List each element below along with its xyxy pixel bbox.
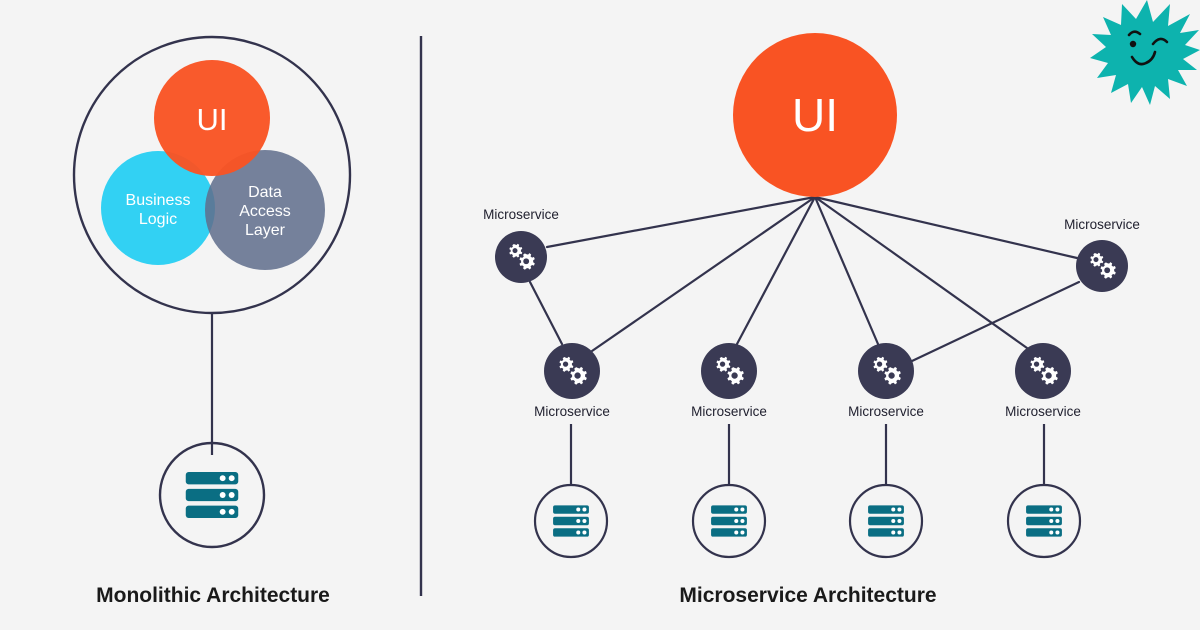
monolith-ui-label: UI [197,102,228,137]
microservice-label-upper-right: Microservice [1064,217,1140,232]
database-server-icon [868,505,904,537]
microservice-node-lower-4[interactable] [1015,343,1071,399]
database-server-icon [711,505,747,537]
database-server-icon [185,472,239,518]
monolith-group: UI Business Logic Data Access Layer Mono… [72,35,352,607]
microservice-node-lower-3[interactable] [858,343,914,399]
monolith-business-logic-label-line1: Business [126,192,191,209]
microservice-label-lower-4: Microservice [1005,404,1081,419]
microservice-node-lower-2[interactable] [701,343,757,399]
database-ring [848,483,924,559]
microservice-node-upper-right[interactable] [1076,240,1128,292]
microservice-group: UI Microservice Microservice [483,33,1140,607]
hub-edges [528,195,1081,363]
microservice-ui-hub-label: UI [792,89,838,141]
edge-hub-to-ms-upper-left [545,195,817,249]
database-ring [1006,483,1082,559]
mascot-left-pupil-icon [1129,40,1137,48]
database-node-2[interactable] [691,483,767,559]
edge-hub-to-ms-lower-2 [735,195,817,346]
monolith-business-logic-circle[interactable] [101,151,215,265]
database-node-3[interactable] [848,483,924,559]
database-connectors [569,424,1046,486]
database-server-icon [1026,505,1062,537]
edge-ms-upper-left-to-ms-lower-1 [528,280,564,346]
microservice-node-circle [858,343,914,399]
spiky-star-icon [1090,0,1200,105]
monolith-data-access-label-line3: Layer [245,222,286,239]
edge-hub-to-ms-lower-1 [590,195,817,353]
database-ring [691,483,767,559]
microservice-label-lower-3: Microservice [848,404,924,419]
microservice-label-lower-1: Microservice [534,404,610,419]
microservice-node-circle [1015,343,1071,399]
monolith-data-access-label-line2: Access [239,203,291,220]
microservice-title: Microservice Architecture [679,584,936,607]
database-ring [533,483,609,559]
microservice-label-lower-2: Microservice [691,404,767,419]
monolith-database-node[interactable] [158,441,266,549]
microservice-node-circle [1076,240,1128,292]
monolith-business-logic-label-line2: Logic [139,211,177,228]
microservice-node-lower-1[interactable] [544,343,600,399]
brand-mascot [1090,0,1200,105]
microservice-node-circle [544,343,600,399]
monolith-ui-circle[interactable] [154,60,270,176]
database-server-icon [553,505,589,537]
microservice-label-upper-left: Microservice [483,207,559,222]
microservice-node-circle [495,231,547,283]
monolith-data-access-circle[interactable] [205,150,325,270]
edge-hub-to-ms-upper-right [813,195,1079,260]
database-node-1[interactable] [533,483,609,559]
microservice-node-upper-left[interactable] [495,231,547,283]
monolith-title: Monolithic Architecture [96,584,330,607]
microservice-ui-hub-circle[interactable] [733,33,897,197]
edge-hub-to-ms-lower-3 [813,195,880,346]
mascot-left-eye-icon [1127,30,1142,37]
database-node-4[interactable] [1006,483,1082,559]
monolith-database-ring [158,441,266,549]
monolith-data-access-label-line1: Data [248,184,282,201]
mascot-smile-icon [1130,50,1157,66]
edge-ms-upper-right-to-ms-lower-3 [910,280,1081,363]
mascot-wink-eye-icon [1151,37,1169,46]
microservice-node-circle [701,343,757,399]
